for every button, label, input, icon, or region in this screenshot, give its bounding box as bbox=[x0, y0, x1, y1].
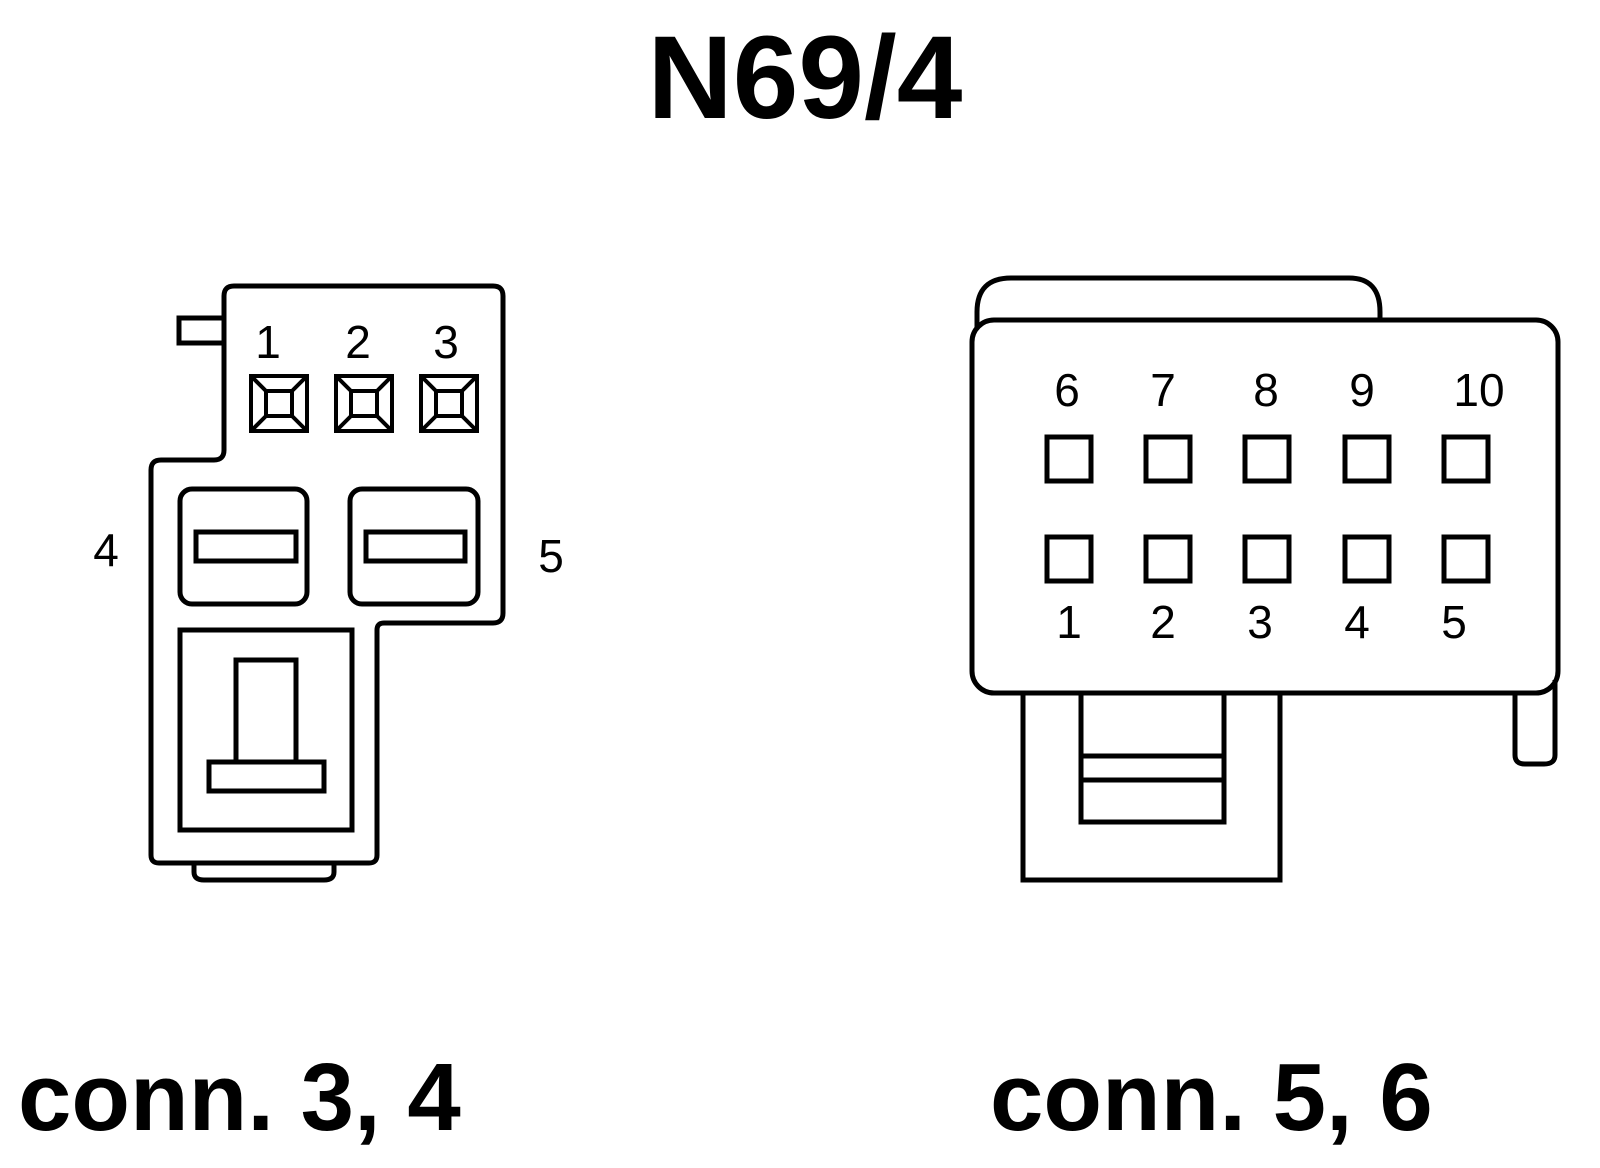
rear-shell bbox=[974, 275, 1383, 328]
pin-label-7: 7 bbox=[1150, 364, 1176, 416]
pin-label-3: 3 bbox=[1247, 596, 1273, 648]
housing-foot bbox=[191, 863, 337, 883]
terminal-4 bbox=[177, 486, 310, 607]
terminal-6 bbox=[1044, 434, 1094, 484]
terminal-3 bbox=[1242, 534, 1292, 584]
connector-3-4: 1 2 3 4 5 bbox=[93, 283, 564, 883]
terminal-5 bbox=[347, 486, 481, 607]
terminal-2 bbox=[334, 374, 394, 433]
terminal-8 bbox=[1242, 434, 1292, 484]
connector-5-6: 6 7 8 9 10 1 2 3 4 5 bbox=[969, 275, 1561, 883]
pin-label-5: 5 bbox=[1441, 596, 1467, 648]
connector-housing bbox=[969, 317, 1561, 696]
locking-latch bbox=[1512, 680, 1558, 767]
pin-label-6: 6 bbox=[1054, 364, 1080, 416]
locking-tab bbox=[176, 315, 222, 346]
pin-label-2: 2 bbox=[345, 316, 371, 368]
pin-label-2: 2 bbox=[1150, 596, 1176, 648]
caption-left: conn. 3, 4 bbox=[18, 1044, 461, 1151]
terminal-5 bbox=[1441, 534, 1491, 584]
terminal-1 bbox=[1044, 534, 1094, 584]
terminal-7 bbox=[1143, 434, 1193, 484]
pin-label-5: 5 bbox=[538, 530, 564, 582]
bottom-guide bbox=[1020, 693, 1283, 883]
pin-label-4: 4 bbox=[1344, 596, 1370, 648]
coding-slot bbox=[177, 627, 355, 833]
pin-label-1: 1 bbox=[255, 316, 281, 368]
terminal-4 bbox=[1342, 534, 1392, 584]
terminal-10 bbox=[1441, 434, 1491, 484]
pin-label-4: 4 bbox=[93, 524, 119, 576]
terminal-3 bbox=[419, 374, 479, 433]
pin-label-8: 8 bbox=[1253, 364, 1279, 416]
caption-right: conn. 5, 6 bbox=[990, 1044, 1433, 1151]
pin-label-9: 9 bbox=[1349, 364, 1375, 416]
terminal-9 bbox=[1342, 434, 1392, 484]
pin-label-3: 3 bbox=[433, 316, 459, 368]
connector-housing bbox=[148, 283, 506, 866]
diagram-title: N69/4 bbox=[648, 12, 963, 144]
pin-label-1: 1 bbox=[1056, 596, 1082, 648]
terminal-2 bbox=[1143, 534, 1193, 584]
guide-slot bbox=[1078, 690, 1227, 825]
pin-label-10: 10 bbox=[1453, 364, 1504, 416]
terminal-1 bbox=[249, 374, 309, 433]
